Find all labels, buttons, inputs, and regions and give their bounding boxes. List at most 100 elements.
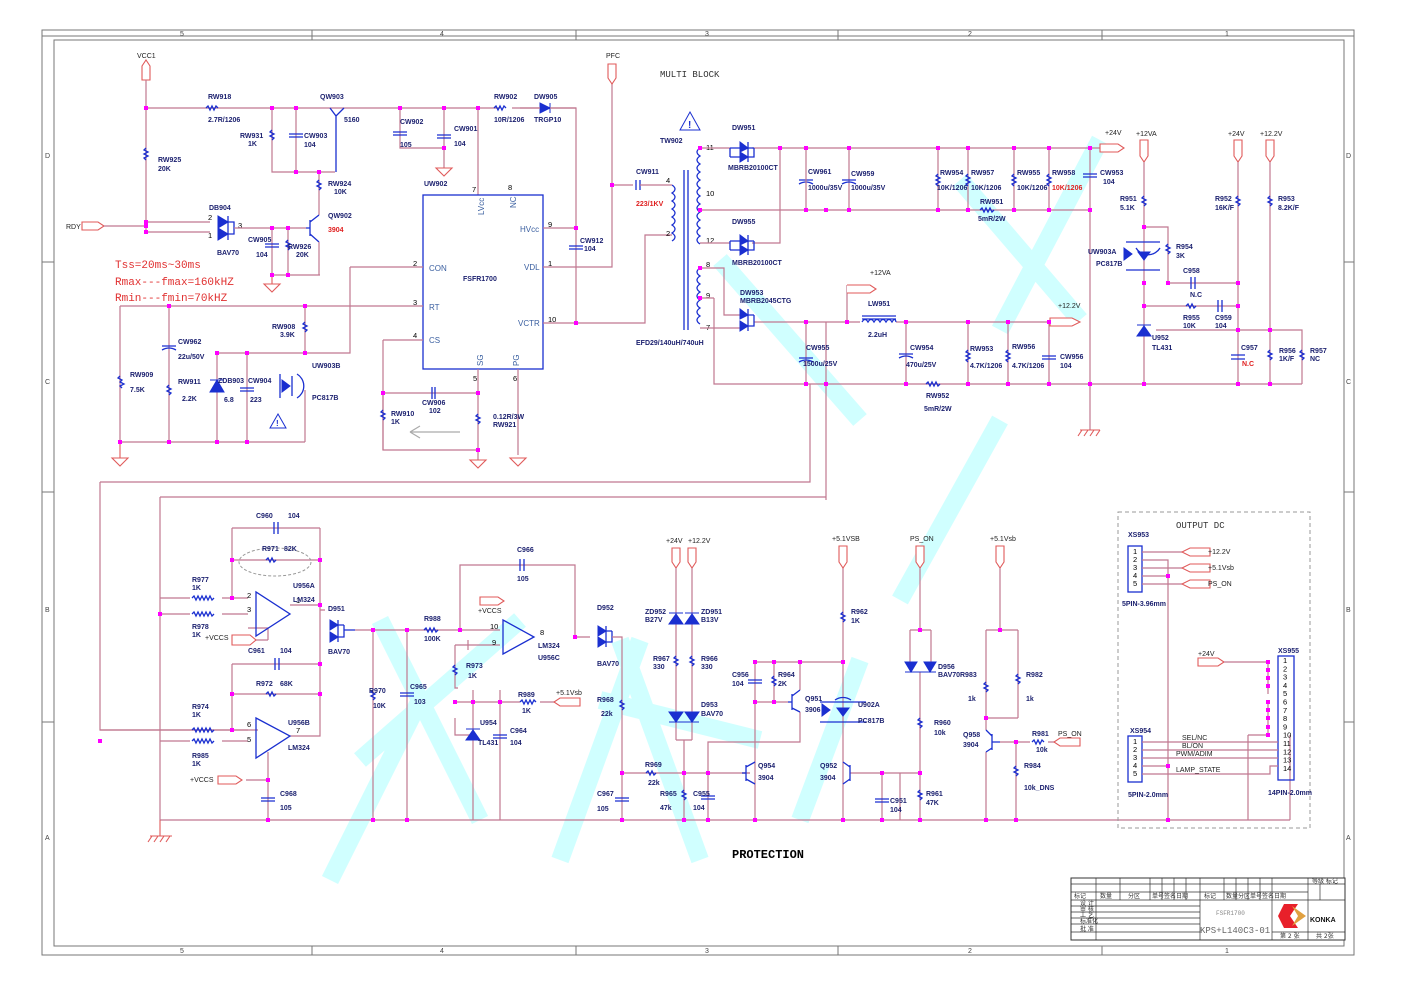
resistor-r955 xyxy=(1185,302,1197,310)
p5vsb-port[interactable] xyxy=(995,545,1005,569)
p12-2v-ovp-port[interactable] xyxy=(687,547,697,569)
p24v-fb-port[interactable] xyxy=(1233,139,1243,163)
svg-text:7: 7 xyxy=(296,726,300,735)
r964-value: 2K xyxy=(778,681,787,688)
d952-value: BAV70 xyxy=(597,661,619,668)
p5vsb-port[interactable] xyxy=(553,697,581,707)
svg-text:3: 3 xyxy=(1133,563,1137,572)
junction-dot xyxy=(1014,818,1018,822)
junction-dot xyxy=(936,208,940,212)
r954-ref: R954 xyxy=(1176,244,1193,251)
junction-dot xyxy=(682,771,686,775)
capacitor-c965 xyxy=(400,692,414,697)
output-dc-block: OUTPUT DC XS953 5PIN-3.96mm 1 2 3 4 5 +1… xyxy=(1117,511,1312,829)
zener-zdb903 xyxy=(209,379,225,393)
dw955-value: MBRB20100CT xyxy=(732,260,783,267)
svg-text:CS: CS xyxy=(429,336,440,345)
ps-on-port[interactable] xyxy=(915,545,925,569)
p24v-out-port[interactable] xyxy=(1197,657,1225,667)
q954-value: 3904 xyxy=(758,775,774,782)
p24v-port[interactable] xyxy=(1099,143,1125,153)
resistor-r952 xyxy=(1234,195,1242,207)
resistor-r968 xyxy=(618,699,626,711)
dw905-value: TRGP10 xyxy=(534,117,561,124)
title-block: 标记数量分区单号签名日期标记数量分区单号签名日期 设 计 审 核 工 艺 标准化… xyxy=(1070,877,1346,941)
p5vsb-port[interactable] xyxy=(838,545,848,569)
cw911-ref: CW911 xyxy=(636,169,659,176)
resistor-rw924 xyxy=(315,179,323,191)
pfc-port[interactable] xyxy=(607,63,617,85)
ic-part: FSFR1700 xyxy=(463,276,497,283)
u902a-value: PC817B xyxy=(858,718,884,725)
svg-text:+12.2V: +12.2V xyxy=(1260,131,1283,138)
vccs-port[interactable] xyxy=(217,775,243,785)
rw911-ref: RW911 xyxy=(178,379,201,386)
resistor-r962 xyxy=(839,611,847,623)
capacitor-cw905 xyxy=(265,243,279,248)
c959-ref: C959 xyxy=(1215,315,1232,322)
r965-value: 47k xyxy=(660,805,672,812)
vcc1-port[interactable] xyxy=(141,59,151,81)
db904-value: BAV70 xyxy=(217,250,239,257)
xs955-pin: 1 xyxy=(1283,656,1287,665)
cw904-value: 223 xyxy=(250,397,262,404)
svg-text:PG: PG xyxy=(512,354,521,366)
connector-xs953 xyxy=(1127,545,1143,593)
vccs-port[interactable] xyxy=(479,596,505,606)
capacitor-c960 xyxy=(273,522,279,534)
r966-value: 330 xyxy=(701,664,713,671)
ground-icon xyxy=(434,167,454,177)
junction-dot xyxy=(1266,668,1270,672)
r968-value: 22k xyxy=(601,711,613,718)
shunt-regulator-u952 xyxy=(1136,324,1152,337)
p12-2v-out-port[interactable] xyxy=(1180,547,1211,557)
junction-dot xyxy=(984,716,988,720)
rdy-port[interactable] xyxy=(81,221,105,231)
r953-ref: R953 xyxy=(1278,196,1295,203)
vccs-port[interactable] xyxy=(231,634,257,646)
q958-ref: Q958 xyxy=(963,732,980,739)
u954-value: TL431 xyxy=(478,740,498,747)
svg-text:5: 5 xyxy=(473,374,477,383)
u956b-value: LM324 xyxy=(288,745,310,752)
cw956-ref: CW956 xyxy=(1060,354,1083,361)
junction-dots xyxy=(98,106,1272,822)
ps-on-out-port[interactable] xyxy=(1180,579,1211,589)
connector-xs954 xyxy=(1127,735,1143,783)
ps-on-input-port[interactable] xyxy=(1053,737,1081,747)
p24v-ovp-port[interactable] xyxy=(671,547,681,569)
rt-network: RW909 7.5K CW962 22u/50V RW911 2.2K ZDB9… xyxy=(110,306,340,467)
r989-value: 1K xyxy=(522,708,531,715)
junction-dot xyxy=(245,440,249,444)
p12va-port[interactable] xyxy=(847,284,877,294)
col-marker: 1 xyxy=(1225,31,1229,38)
r971-ref: R971 xyxy=(262,546,279,553)
svg-text:1: 1 xyxy=(548,259,552,268)
r982-value: 1k xyxy=(1026,696,1034,703)
svg-text:5: 5 xyxy=(1133,579,1137,588)
junction-dot xyxy=(230,558,234,562)
konka-logo xyxy=(1278,904,1306,928)
svg-text:CON: CON xyxy=(429,264,447,273)
resistor-rw908 xyxy=(301,321,309,333)
row-marker: A xyxy=(45,835,50,842)
d956-ref: D956 xyxy=(938,664,955,671)
junction-dot xyxy=(573,635,577,639)
title-block-header: 单号 xyxy=(1250,892,1262,900)
junction-dot xyxy=(1142,304,1146,308)
svg-text:审 核: 审 核 xyxy=(1080,905,1094,913)
p12-2v-port[interactable] xyxy=(1049,317,1082,327)
title-block-header: 标记 xyxy=(1204,892,1216,900)
inductor-lw951 xyxy=(861,315,897,324)
p12va-fb-port[interactable] xyxy=(1139,139,1149,163)
p5vsb-out-port[interactable] xyxy=(1180,563,1211,573)
zdb903-ref: ZDB903 xyxy=(218,378,244,385)
p12-2v-fb-port[interactable] xyxy=(1265,139,1275,163)
sheet-total: 共 2张 xyxy=(1316,932,1334,940)
cw959-value: 1000u/35V xyxy=(851,185,886,192)
junction-dot xyxy=(476,106,480,110)
junction-dot xyxy=(904,320,908,324)
c955-value: 104 xyxy=(693,805,705,812)
rw909-ref: RW909 xyxy=(130,372,153,379)
